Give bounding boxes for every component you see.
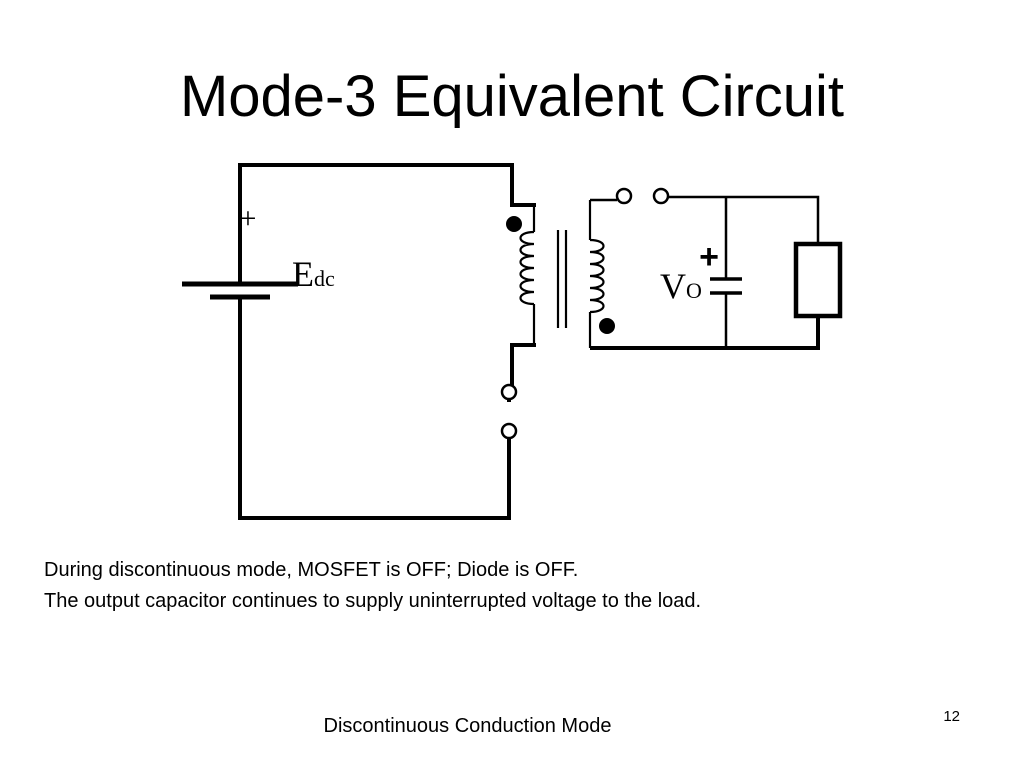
output-label-main: V	[660, 266, 686, 306]
secondary-coil	[588, 200, 605, 348]
description-line-2: The output capacitor continues to supply…	[44, 590, 702, 612]
primary-coil	[519, 205, 536, 345]
primary-wire-left-lower	[238, 295, 511, 520]
diode-open-terminal-left	[615, 187, 633, 205]
secondary-dot	[599, 318, 615, 334]
slide-title: Mode-3 Equivalent Circuit	[179, 64, 845, 129]
output-wire-top	[668, 195, 820, 244]
slide-footer: Discontinuous Conduction Mode	[323, 715, 612, 737]
battery-plus-sign: +	[240, 202, 257, 235]
primary-wire-mid	[510, 343, 536, 390]
mosfet-open-terminal-top	[500, 383, 518, 401]
load-resistor	[793, 241, 843, 319]
diode-open-terminal-right	[652, 187, 670, 205]
source-label-main: E	[292, 254, 314, 294]
output-plus-sign: +	[699, 238, 719, 276]
source-label-sub: dc	[314, 266, 335, 291]
description: During discontinuous mode, MOSFET is OFF…	[44, 555, 701, 617]
circuit-diagram: + Edc + VO	[182, 163, 843, 520]
output-wire-bottom	[590, 316, 820, 350]
page-number: 12	[943, 708, 960, 725]
description-line-1: During discontinuous mode, MOSFET is OFF…	[44, 559, 579, 581]
source-label: Edc	[292, 254, 335, 294]
output-voltage-label: VO	[660, 266, 702, 306]
mosfet-open-terminal-bottom	[500, 422, 518, 440]
primary-dot	[506, 216, 522, 232]
output-label-sub: O	[686, 278, 702, 303]
primary-wire-top	[238, 163, 536, 207]
